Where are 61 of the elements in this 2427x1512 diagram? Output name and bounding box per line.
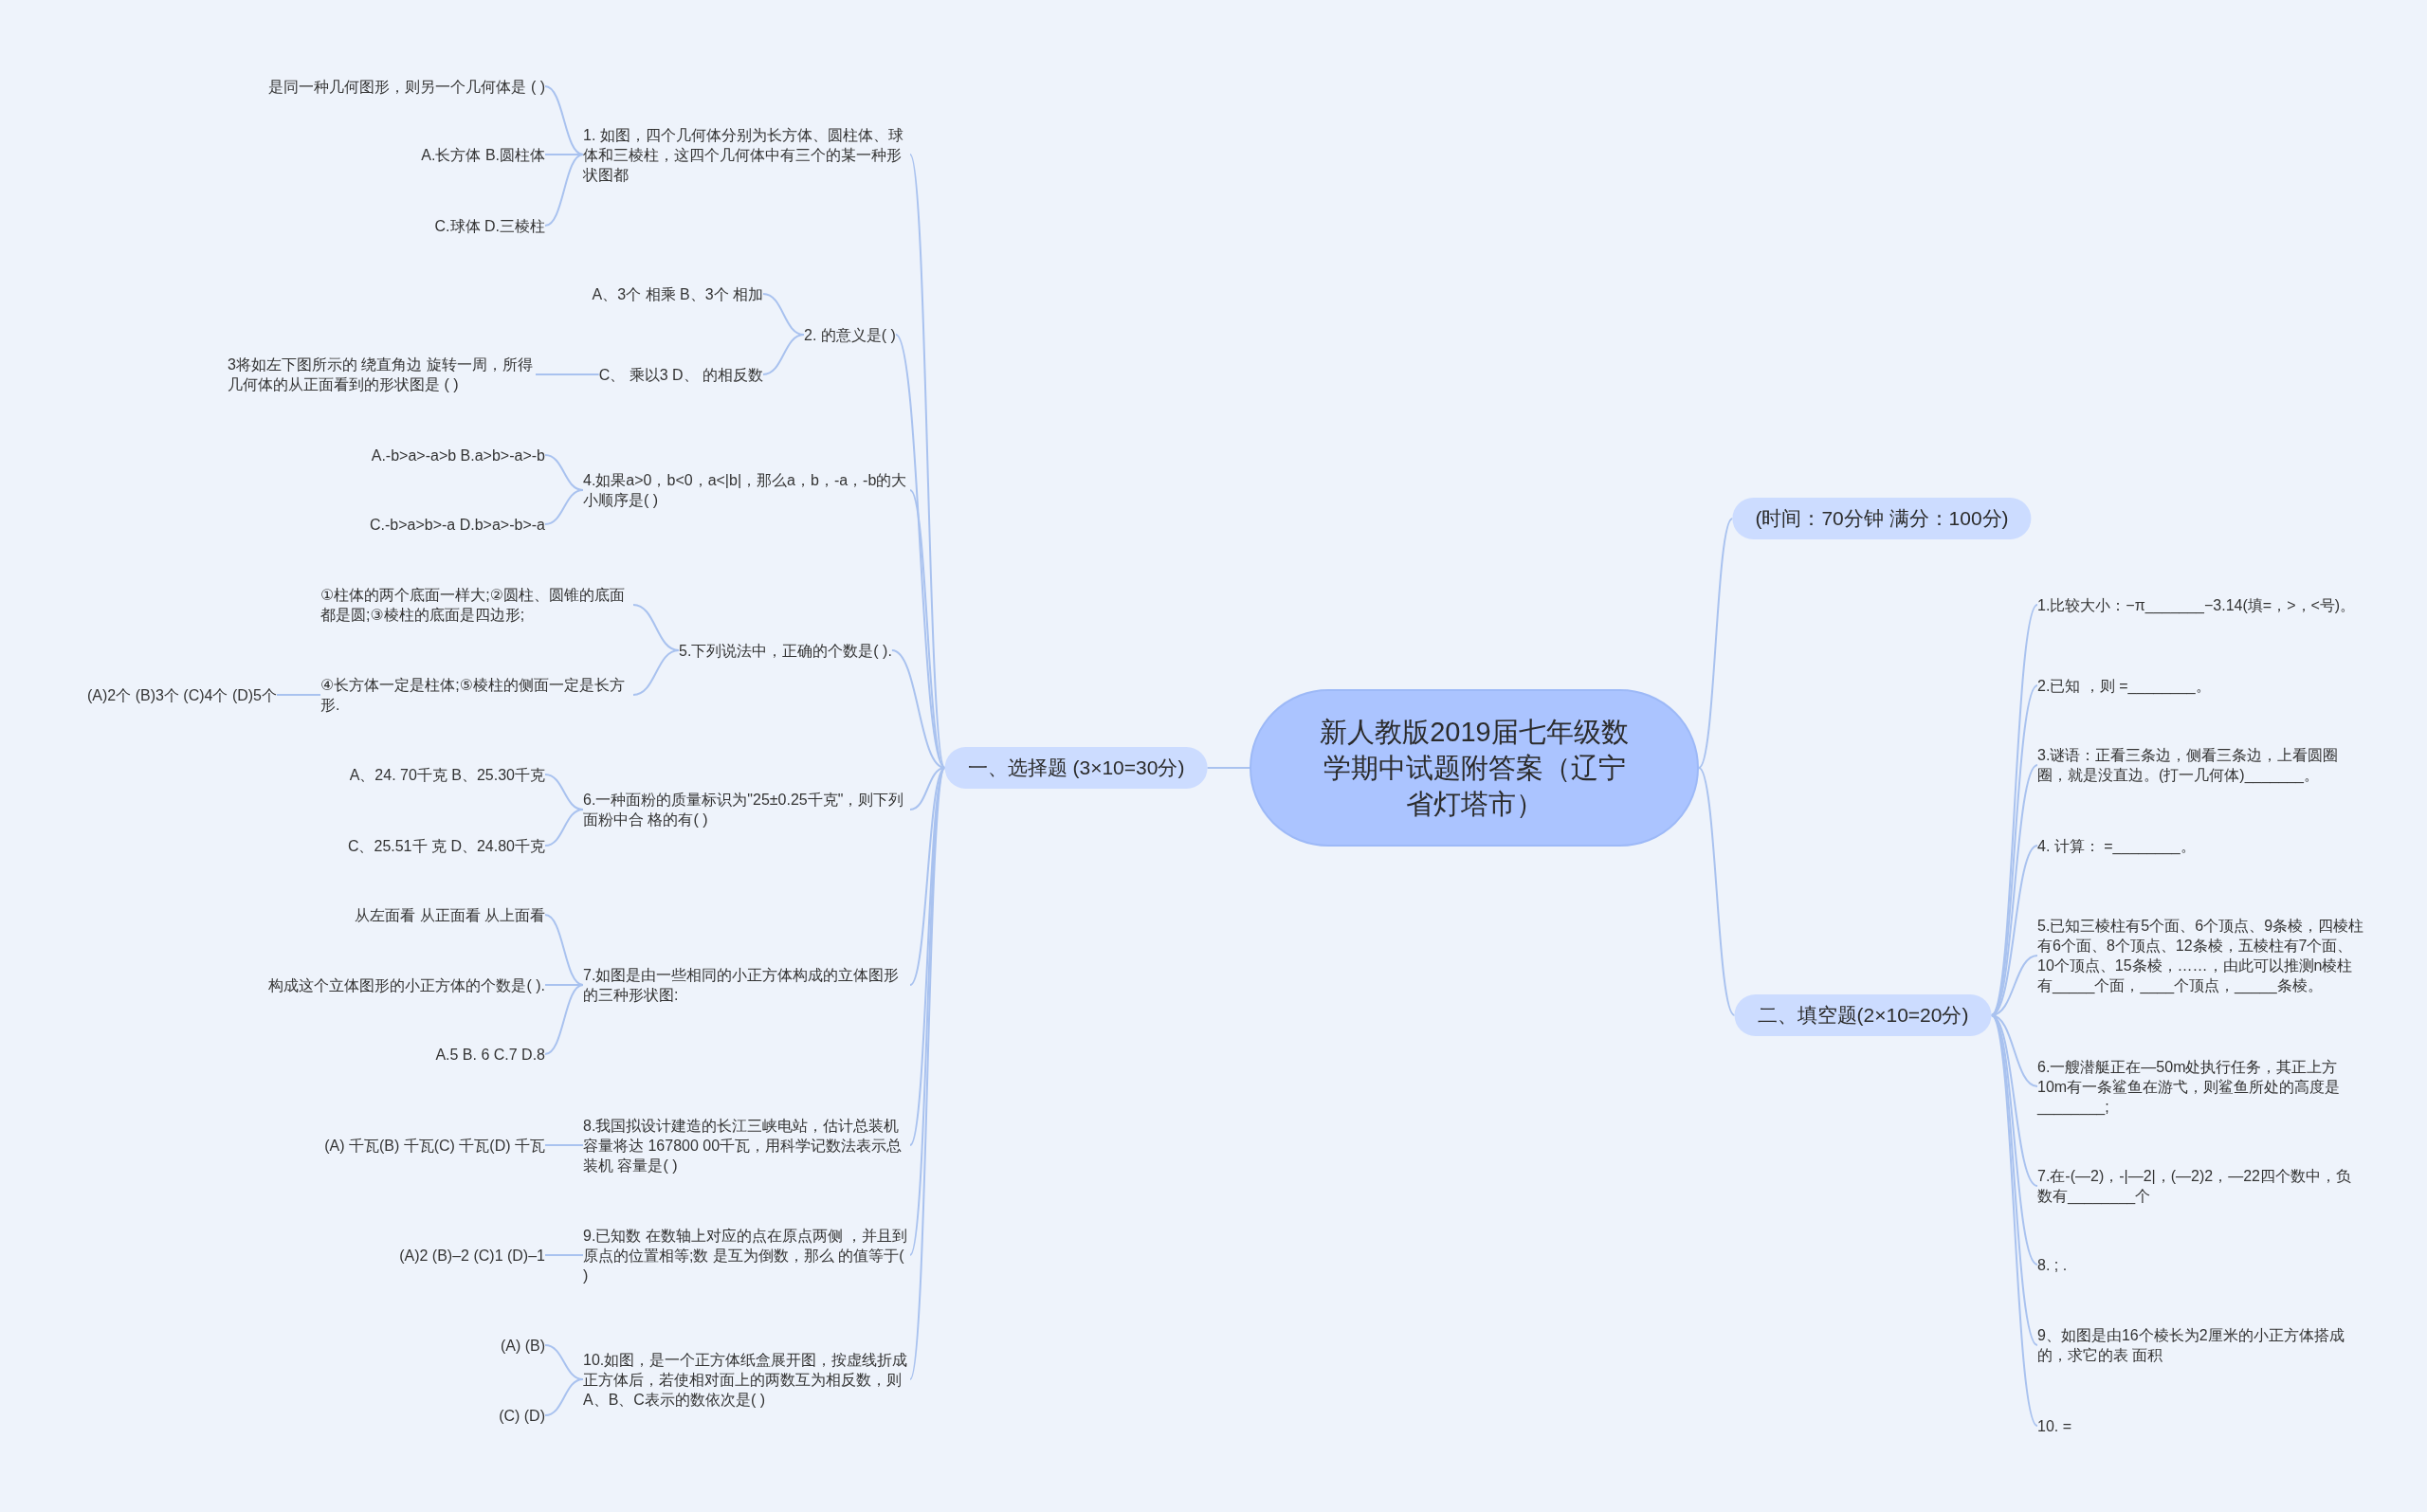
- connector-line: [544, 1378, 584, 1416]
- branch-topic-pill: 二、填空题(2×10=20分): [1734, 994, 1992, 1036]
- topic-text: 9、如图是由16个棱长为2厘米的小正方体搭成的，求它的表 面积: [2037, 1325, 2364, 1365]
- connector-line: [632, 649, 680, 696]
- topic-text: 5.下列说法中，正确的个数是( ).: [679, 640, 892, 661]
- topic-text: 是同一种几何图形，则另一个几何体是 ( ): [268, 76, 545, 97]
- topic-text: C.球体 D.三棱柱: [434, 215, 545, 236]
- connector-line: [1698, 518, 1734, 769]
- connector-line: [1990, 604, 2038, 1016]
- connector-line: [544, 984, 584, 1055]
- topic-text: 8.我国拟设计建造的长江三峡电站，估计总装机容量将达 167800 00千瓦，用科学记数法表示总装机 容量是( ): [583, 1115, 910, 1175]
- topic-text: C.-b>a>b>-a D.b>a>-b>-a: [370, 514, 545, 535]
- topic-text: 4. 计算： =________。: [2037, 835, 2196, 856]
- connector-line: [544, 154, 584, 227]
- connector-line: [544, 489, 584, 525]
- branch-topic-pill: (时间：70分钟 满分：100分): [1732, 498, 2032, 539]
- connector-line: [1206, 767, 1250, 769]
- topic-text: 4.如果a>0，b<0，a<|b|，那么a，b，-a，-b的大小顺序是( ): [583, 470, 910, 510]
- root-topic-pill: 新人教版2019届七年级数学期中试题附答案（辽宁省灯塔市）: [1250, 689, 1699, 847]
- topic-text: 构成这个立体图形的小正方体的个数是( ).: [268, 975, 545, 995]
- topic-text: (A) 千瓦(B) 千瓦(C) 千瓦(D) 千瓦: [324, 1135, 545, 1156]
- topic-text: 2. 的意义是( ): [804, 324, 896, 345]
- topic-text: 7.如图是由一些相同的小正方体构成的立体图形的三种形状图:: [583, 965, 910, 1005]
- topic-text: 1. 如图，四个几何体分别为长方体、圆柱体、球体和三棱柱，这四个几何体中有三个的某一种形状图都: [583, 124, 910, 185]
- connector-line: [276, 694, 321, 696]
- topic-text: 6.一艘潜艇正在—50m处执行任务，其正上方10m有一条鲨鱼在游弋，则鲨鱼所处的高度是________;: [2037, 1056, 2364, 1117]
- topic-text: A.-b>a>-a>b B.a>b>-a>-b: [371, 445, 545, 465]
- connector-line: [1990, 1014, 2038, 1427]
- topic-text: 5.已知三棱柱有5个面、6个顶点、9条棱，四棱柱有6个面、8个顶点、12条棱，五棱柱有7个面、10个顶点、15条棱，……，由此可以推测n棱柱有_____个面，____个顶点，_____条棱。: [2037, 916, 2364, 995]
- topic-text: C、 乘以3 D、 的相反数: [598, 364, 763, 385]
- topic-text: 8. ; .: [2037, 1254, 2068, 1275]
- topic-text: 2.已知 ，则 =________。: [2037, 675, 2211, 696]
- topic-text: 7.在-(—2)，-|—2|，(—2)2，—22四个数中，负数有________个: [2037, 1166, 2364, 1206]
- topic-text: (A) (B): [500, 1335, 545, 1356]
- connector-line: [762, 334, 805, 375]
- topic-text: A、3个 相乘 B、3个 相加: [592, 283, 763, 304]
- topic-text: 3.谜语：正看三条边，侧看三条边，上看圆圈圈，就是没直边。(打一几何体)_______。: [2037, 745, 2364, 785]
- topic-text: (C) (D): [499, 1405, 545, 1426]
- connector-line: [544, 809, 584, 847]
- topic-text: ④长方体一定是柱体;⑤棱柱的侧面一定是长方形.: [320, 675, 633, 715]
- topic-text: 10. =: [2037, 1415, 2072, 1436]
- topic-text: 1.比较大小：−π_______−3.14(填=，>，<号)。: [2037, 594, 2356, 615]
- topic-text: A.长方体 B.圆柱体: [421, 144, 545, 165]
- topic-text: (A)2 (B)–2 (C)1 (D)–1: [399, 1245, 545, 1266]
- topic-text: (A)2个 (B)3个 (C)4个 (D)5个: [87, 684, 277, 705]
- connector-line: [544, 1254, 584, 1256]
- topic-text: ①柱体的两个底面一样大;②圆柱、圆锥的底面都是圆;③棱柱的底面是四边形;: [320, 585, 633, 625]
- topic-text: C、25.51千 克 D、24.80千克: [347, 835, 545, 856]
- connector-line: [535, 373, 600, 375]
- topic-text: 6.一种面粉的质量标识为"25±0.25千克"，则下列面粉中合 格的有( ): [583, 790, 910, 829]
- topic-text: 从左面看 从正面看 从上面看: [355, 904, 545, 925]
- topic-text: A.5 B. 6 C.7 D.8: [435, 1044, 545, 1065]
- branch-topic-pill: 一、选择题 (3×10=30分): [944, 747, 1208, 789]
- connector-line: [544, 85, 584, 155]
- topic-text: 3将如左下图所示的 绕直角边 旋转一周，所得几何体的从正面看到的形状图是 ( ): [228, 355, 536, 394]
- topic-text: A、24. 70千克 B、25.30千克: [349, 764, 545, 785]
- connector-line: [1698, 767, 1736, 1016]
- topic-text: 10.如图，是一个正方体纸盒展开图，按虚线折成正方体后，若使相对面上的两数互为相反数，则A、B、C表示的数依次是( ): [583, 1349, 910, 1410]
- connector-line: [544, 1144, 584, 1146]
- connector-line: [544, 914, 584, 986]
- topic-text: 9.已知数 在数轴上对应的点在原点两侧 ，并且到原点的位置相等;数 是互为倒数，那么 的值等于( ): [583, 1225, 910, 1285]
